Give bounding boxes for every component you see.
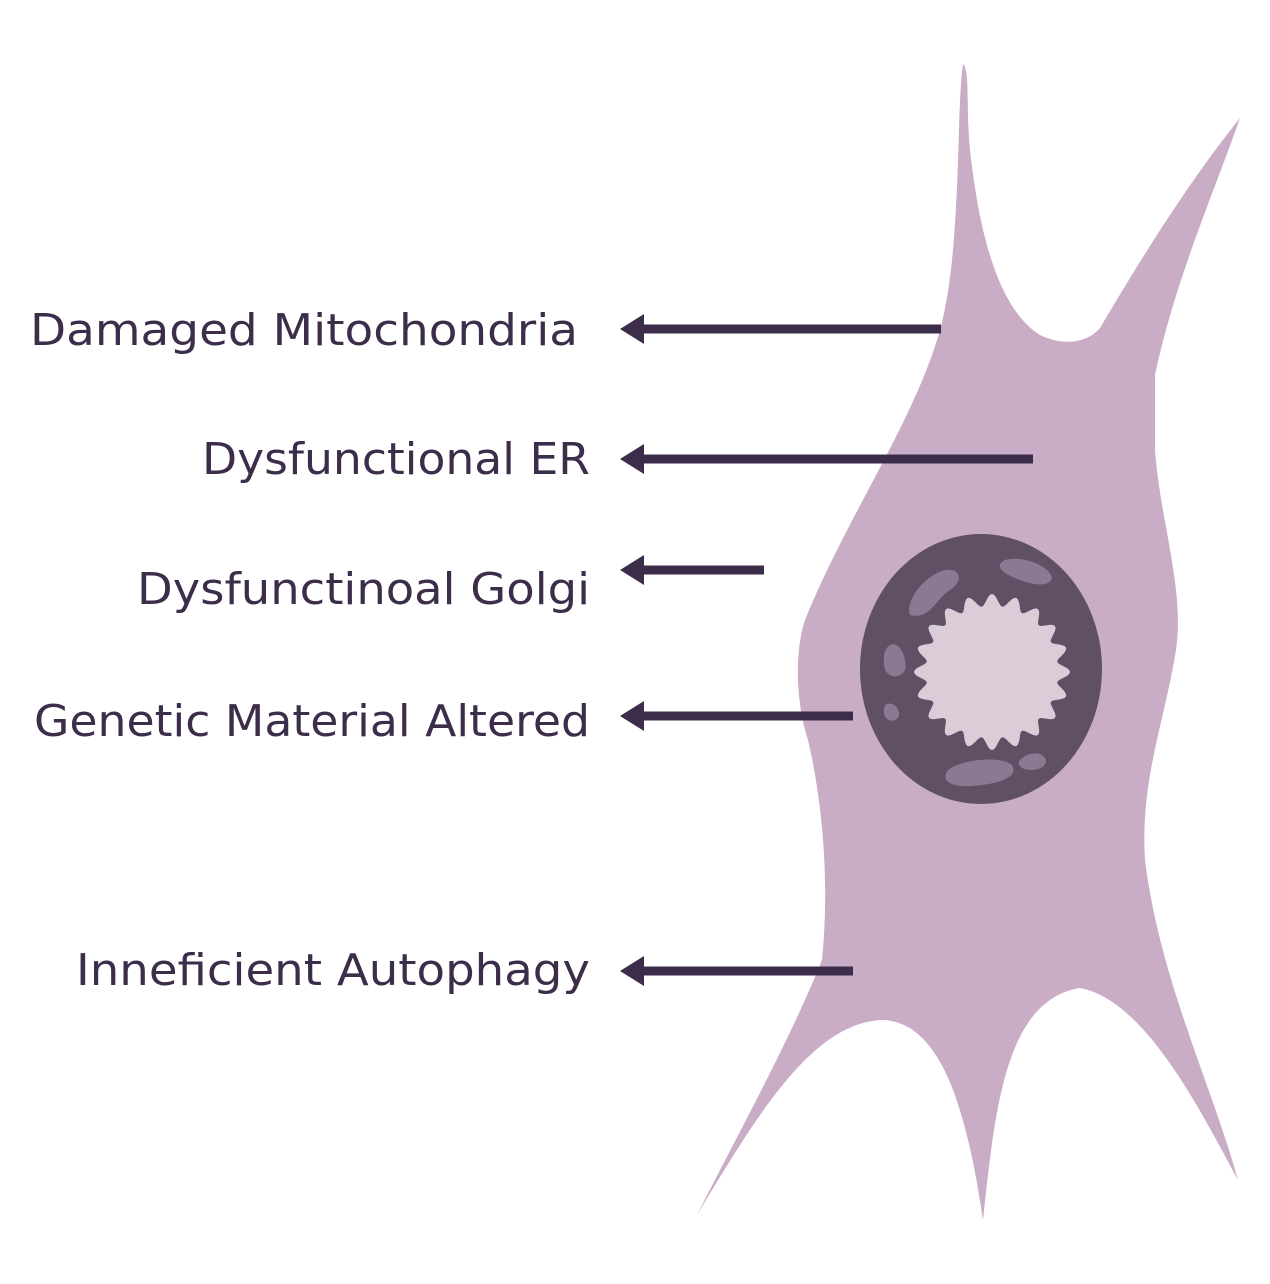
chromatin-spot bbox=[883, 644, 906, 677]
chromatin-spot bbox=[883, 703, 899, 721]
label-autophagy: Inneficient Autophagy bbox=[76, 945, 590, 996]
label-genetic: Genetic Material Altered bbox=[34, 696, 590, 747]
arrow-mitochondria-head bbox=[620, 314, 644, 344]
arrow-golgi-head bbox=[620, 555, 644, 585]
label-er: Dysfunctional ER bbox=[202, 434, 590, 485]
arrows bbox=[620, 314, 1033, 986]
arrow-genetic-head bbox=[620, 701, 644, 731]
chromatin-spot bbox=[1018, 753, 1046, 770]
label-mitochondria: Damaged Mitochondria bbox=[30, 305, 578, 356]
labels: Damaged Mitochondria Dysfunctional ER Dy… bbox=[30, 305, 590, 996]
chromatin-spot bbox=[909, 569, 960, 616]
label-golgi: Dysfunctinoal Golgi bbox=[137, 564, 590, 615]
arrow-autophagy-head bbox=[620, 956, 644, 986]
chromatin-spot bbox=[945, 759, 1014, 787]
arrow-er-head bbox=[620, 444, 644, 474]
chromatin-spot bbox=[999, 558, 1052, 585]
nucleolus bbox=[914, 594, 1070, 750]
chromatin-spots bbox=[883, 558, 1052, 787]
